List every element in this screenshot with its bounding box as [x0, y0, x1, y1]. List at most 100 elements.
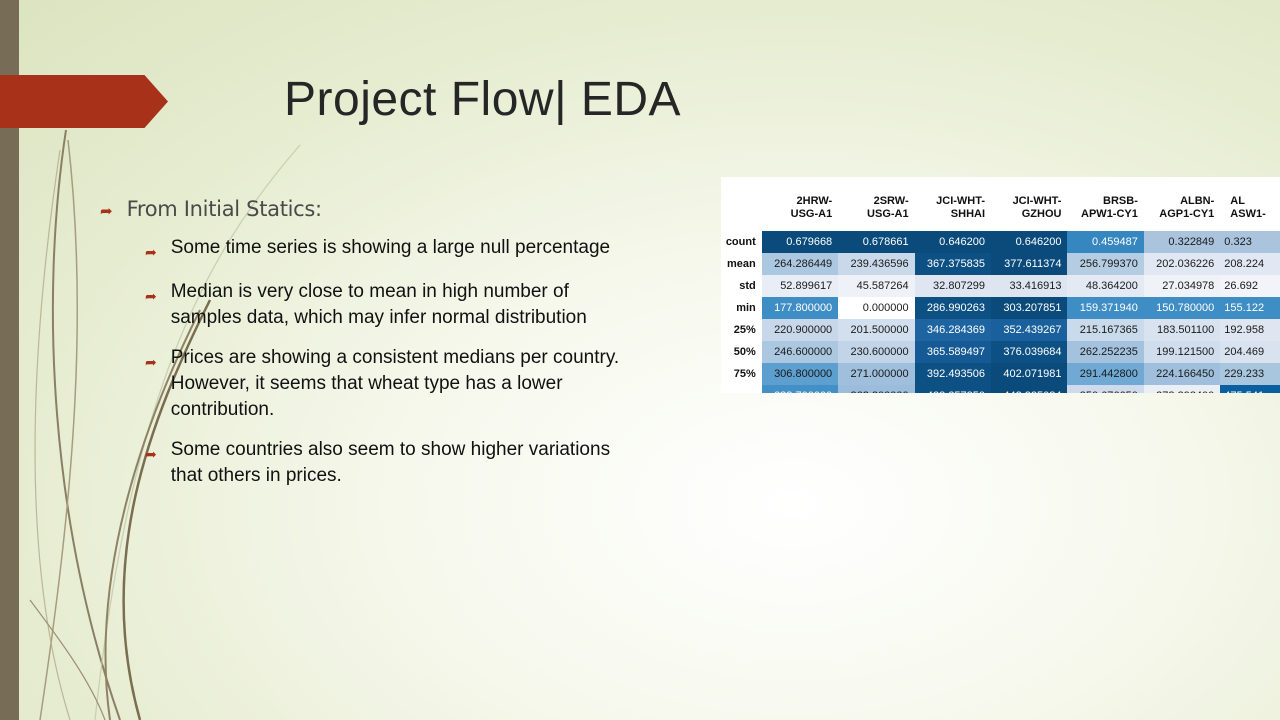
table-cell: 204.469 [1220, 341, 1280, 363]
table-cell: 346.284369 [914, 319, 992, 341]
slide-title: Project Flow| EDA [284, 73, 682, 126]
table-cell: 155.122 [1220, 297, 1280, 319]
arrow-bullet-icon: ➦ [145, 244, 157, 260]
table-cell: 246.600000 [761, 341, 839, 363]
table-cell: 428.357250 [914, 385, 992, 393]
column-header: BRSB- APW1-CY1 [1081, 195, 1138, 220]
table-cell: 26.692 [1220, 275, 1280, 297]
table-cell: 402.071981 [991, 363, 1068, 385]
table-cell: 177.800000 [761, 297, 839, 319]
column-header: 2SRW- USG-A1 [867, 195, 909, 220]
table-cell: 0.322849 [1143, 231, 1221, 253]
table-cell: 286.990263 [914, 297, 992, 319]
table-cell: 52.899617 [761, 275, 839, 297]
table-cell: 0.323 [1220, 231, 1280, 253]
table-cell: 306.800000 [761, 363, 839, 385]
describe-stats-table: 2HRW- USG-A1 2SRW- USG-A1 JCI-WHT- SHHAI… [721, 177, 1280, 393]
table-cell: 150.780000 [1143, 297, 1221, 319]
table-cell: 0.646200 [991, 231, 1068, 253]
table-cell: 220.900000 [761, 319, 839, 341]
arrow-bullet-icon: ➦ [145, 288, 157, 304]
table-row: max388.700000362.200000428.357250442.325… [721, 385, 1280, 393]
table-cell: 48.364200 [1067, 275, 1144, 297]
column-header: JCI-WHT- GZHOU [1012, 195, 1062, 220]
table-cell: 0.646200 [914, 231, 992, 253]
table-cell: 183.501100 [1143, 319, 1221, 341]
table-cell: 0.679668 [761, 231, 839, 253]
column-header: AL ASW1- [1230, 195, 1266, 220]
table-cell: 27.034978 [1143, 275, 1221, 297]
arrow-bullet-icon: ➦ [145, 446, 157, 462]
table-cell: 264.286449 [761, 253, 839, 275]
left-accent-bar [0, 0, 19, 720]
table-cell: 367.375835 [914, 253, 992, 275]
arrow-bullet-icon: ➦ [100, 203, 113, 220]
sub-bullet: ➦ Some countries also seem to show highe… [145, 437, 640, 489]
table-cell: 202.036226 [1143, 253, 1221, 275]
table-cell: 32.807299 [914, 275, 992, 297]
table-cell: 262.252235 [1067, 341, 1144, 363]
title-arrow-shape [0, 75, 168, 128]
row-header: mean [727, 258, 756, 270]
table-cell: 224.166450 [1143, 363, 1221, 385]
table-cell: 192.958 [1220, 319, 1280, 341]
row-header: count [725, 236, 756, 248]
table-cell: 362.200000 [838, 385, 915, 393]
column-header: 2HRW- USG-A1 [790, 195, 833, 220]
table-cell: 201.500000 [838, 319, 915, 341]
table-cell: 229.233 [1220, 363, 1280, 385]
arrow-bullet-icon: ➦ [145, 354, 157, 370]
decorative-stems [29, 129, 301, 720]
sub-bullet-text: Some countries also seem to show higher … [170, 439, 611, 486]
table-cell: 256.799370 [1067, 253, 1144, 275]
row-header: 50% [733, 346, 756, 358]
table-cell: 208.224 [1220, 253, 1280, 275]
bullet-level1: ➦ From Initial Statics: [100, 197, 640, 221]
table-cell: 350.676650 [1067, 385, 1144, 393]
table-cell: 278.398400 [1143, 385, 1221, 393]
column-header: JCI-WHT- SHHAI [936, 195, 986, 220]
table-cell: 239.436596 [838, 253, 915, 275]
column-header: ALBN- AGP1-CY1 [1159, 195, 1215, 220]
table-cell: 0.459487 [1067, 231, 1144, 253]
table-cell: 365.589497 [914, 341, 992, 363]
table-cell: 230.600000 [838, 341, 915, 363]
bullet-text: From Initial Statics: [126, 197, 323, 221]
sub-bullet: ➦ Some time series is showing a large nu… [145, 235, 640, 265]
table-cell: 45.587264 [838, 275, 915, 297]
table-cell: 475.541 [1220, 385, 1280, 393]
row-header: 25% [733, 324, 756, 336]
sub-bullet-text: Median is very close to mean in high num… [170, 281, 587, 328]
table-cell: 215.167365 [1067, 319, 1144, 341]
bullet-list: ➦ From Initial Statics: ➦ Some time seri… [100, 197, 640, 489]
table-cell: 0.678661 [838, 231, 915, 253]
table-cell: 388.700000 [761, 385, 839, 393]
row-header: min [736, 302, 756, 314]
row-header: 75% [733, 368, 756, 380]
table-cell: 442.325084 [991, 385, 1068, 393]
table-cell: 0.000000 [838, 297, 915, 319]
sub-bullet-text: Some time series is showing a large null… [170, 237, 611, 258]
sub-bullet: ➦ Prices are showing a consistent median… [145, 345, 640, 423]
table-cell: 377.611374 [991, 253, 1068, 275]
corner-header [721, 177, 762, 231]
table-cell: 291.442800 [1067, 363, 1144, 385]
row-header: max [721, 385, 762, 393]
table-cell: 376.039684 [991, 341, 1068, 363]
table-cell: 392.493506 [914, 363, 992, 385]
table-cell: 159.371940 [1067, 297, 1144, 319]
table-cell: 271.000000 [838, 363, 915, 385]
table-cell: 303.207851 [991, 297, 1068, 319]
table-cell: 33.416913 [991, 275, 1068, 297]
row-header: std [739, 280, 756, 292]
sub-bullet-text: Prices are showing a consistent medians … [170, 347, 620, 420]
table-cell: 352.439267 [991, 319, 1068, 341]
sub-bullet: ➦ Median is very close to mean in high n… [145, 279, 640, 331]
